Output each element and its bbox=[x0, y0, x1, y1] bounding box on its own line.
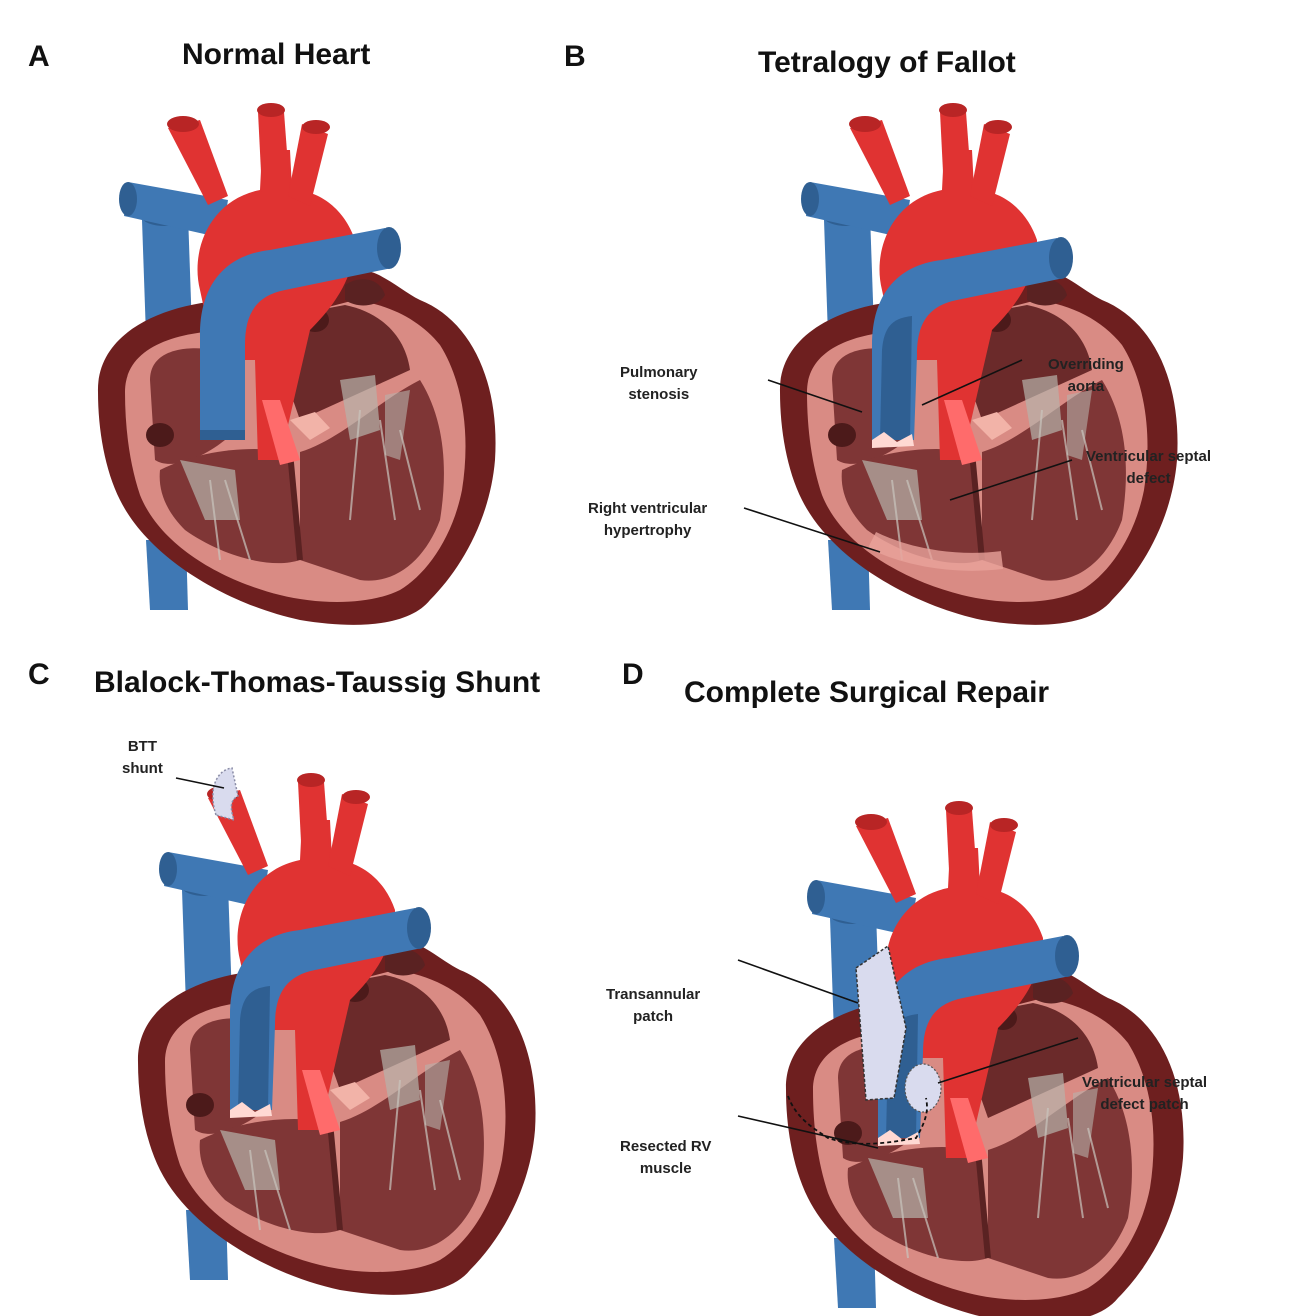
panel-letter: B bbox=[564, 40, 586, 73]
annotation-overriding-aorta: Overriding aorta bbox=[1048, 356, 1124, 395]
annotation-btt-shunt: BTT shunt bbox=[122, 738, 163, 777]
panel-title: Tetralogy of Fallot bbox=[758, 46, 1016, 79]
panel-letter: C bbox=[28, 658, 50, 691]
annotation-ventricular-septal-defect: Ventricular septal defect bbox=[1086, 448, 1212, 487]
normal-heart-illustration bbox=[0, 103, 658, 658]
annotation-vsd-patch: Ventricular septal defect patch bbox=[1082, 1074, 1208, 1113]
annotation-resected-rv-muscle: Resected RV muscle bbox=[620, 1138, 712, 1177]
annotation-transannular-patch: Transannular patch bbox=[606, 986, 701, 1025]
panel-letter: D bbox=[622, 658, 644, 691]
panel-title: Blalock-Thomas-Taussig Shunt bbox=[94, 666, 541, 699]
panel-a: A Normal Heart bbox=[0, 0, 658, 658]
panel-b: B Tetralogy of Fallot Pulmonary stenosis… bbox=[564, 0, 1316, 658]
annotation-right-ventricular-hypertrophy: Right ventricular hypertrophy bbox=[588, 500, 708, 539]
btt-shunt-heart-illustration bbox=[0, 767, 658, 1316]
panel-letter: A bbox=[28, 40, 50, 73]
tetralogy-heart-illustration bbox=[743, 103, 1310, 658]
panel-c: C Blalock-Thomas-Taussig Shunt BTT shunt bbox=[0, 658, 658, 1316]
panel-title: Complete Surgical Repair bbox=[684, 676, 1050, 709]
surgical-repair-heart-illustration bbox=[737, 801, 1316, 1316]
panel-title: Normal Heart bbox=[182, 38, 371, 71]
panel-d: D Complete Surgical Repair Transannular … bbox=[606, 658, 1316, 1316]
annotation-pulmonary-stenosis: Pulmonary stenosis bbox=[620, 364, 698, 403]
